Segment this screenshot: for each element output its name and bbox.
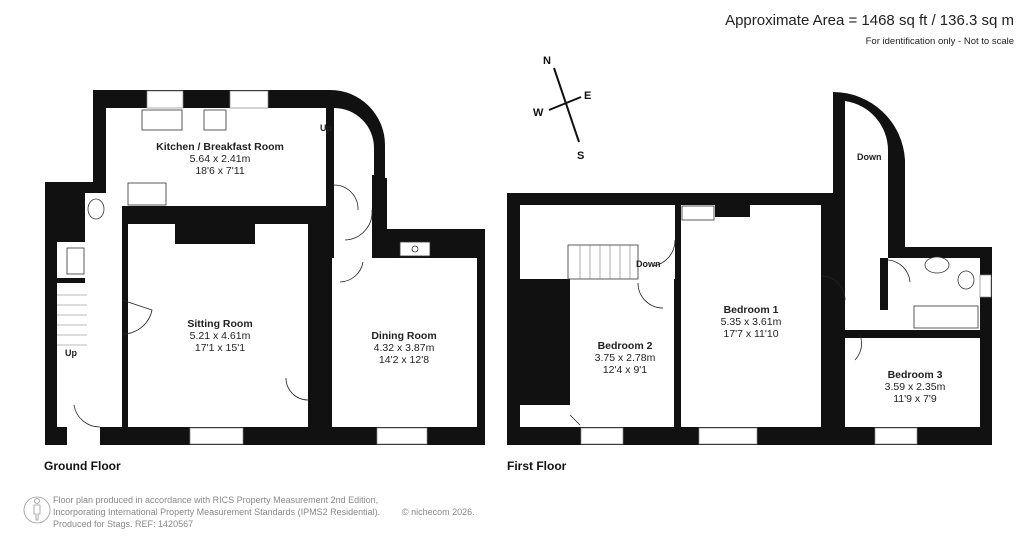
compass: N E S W (533, 55, 591, 162)
bedroom-3-name: Bedroom 3 (888, 369, 943, 381)
bedroom-1-imperial: 17'7 x 11'10 (723, 328, 778, 340)
bedroom-1-name: Bedroom 1 (724, 304, 779, 316)
cupboard (520, 405, 570, 427)
first-floor-label: First Floor (507, 459, 567, 473)
sitting-room-name: Sitting Room (187, 318, 252, 330)
bedroom-1-area (681, 205, 821, 427)
footer-line-1: Floor plan produced in accordance with R… (53, 495, 378, 505)
bedroom-3-imperial: 11'9 x 7'9 (893, 393, 937, 405)
bedroom-2-name: Bedroom 2 (598, 340, 653, 352)
first-stair-down-tower: Down (857, 152, 882, 162)
kitchen-imperial: 18'6 x 7'11 (195, 165, 245, 177)
ground-floor-label: Ground Floor (44, 459, 121, 473)
first-stair-down-landing: Down (636, 259, 661, 269)
sitting-room-area (128, 224, 308, 427)
disclaimer: For identification only - Not to scale (866, 36, 1014, 47)
bedroom-1-metric: 5.35 x 3.61m (721, 316, 782, 328)
ground-stair-up-tower: Up (320, 123, 332, 133)
dining-room-imperial: 14'2 x 12'8 (379, 354, 429, 366)
ground-stair-tower (334, 108, 374, 175)
first-floor-plan: Down Down Bedroom 1 5.35 x 3.61m 17'7 x … (507, 91, 992, 446)
compass-n: N (543, 55, 551, 67)
bedroom-2-metric: 3.75 x 2.78m (595, 352, 656, 364)
ground-floor-plan: Up Up Kitchen / Breakfast Room 5.64 x 2.… (45, 90, 485, 445)
dining-room-name: Dining Room (371, 330, 436, 342)
approximate-area: Approximate Area = 1468 sq ft / 136.3 sq… (725, 12, 1014, 29)
bedroom-3-metric: 3.59 x 2.35m (885, 381, 946, 393)
ground-stair-up-hall: Up (65, 348, 77, 358)
footer-line-2: Incorporating International Property Mea… (53, 507, 380, 517)
compass-e: E (584, 90, 591, 102)
kitchen-name: Kitchen / Breakfast Room (156, 141, 284, 153)
bedroom-2-area (570, 279, 674, 427)
dining-room-area (332, 258, 477, 427)
footer-line-3: Produced for Stags. REF: 1420567 (53, 519, 193, 529)
entrance-hall (85, 193, 122, 427)
footer-copyright: © nichecom 2026. (402, 507, 475, 517)
stair-area (57, 283, 87, 427)
bedroom-2-imperial: 12'4 x 9'1 (603, 364, 647, 376)
sitting-room-imperial: 17'1 x 15'1 (195, 342, 245, 354)
dining-room-metric: 4.32 x 3.87m (374, 342, 435, 354)
compass-w: W (533, 107, 544, 119)
bedroom-3-area (845, 338, 980, 427)
sitting-room-metric: 5.21 x 4.61m (190, 330, 251, 342)
kitchen-metric: 5.64 x 2.41m (190, 153, 251, 165)
compass-s: S (577, 150, 584, 162)
person-icon (23, 496, 51, 524)
